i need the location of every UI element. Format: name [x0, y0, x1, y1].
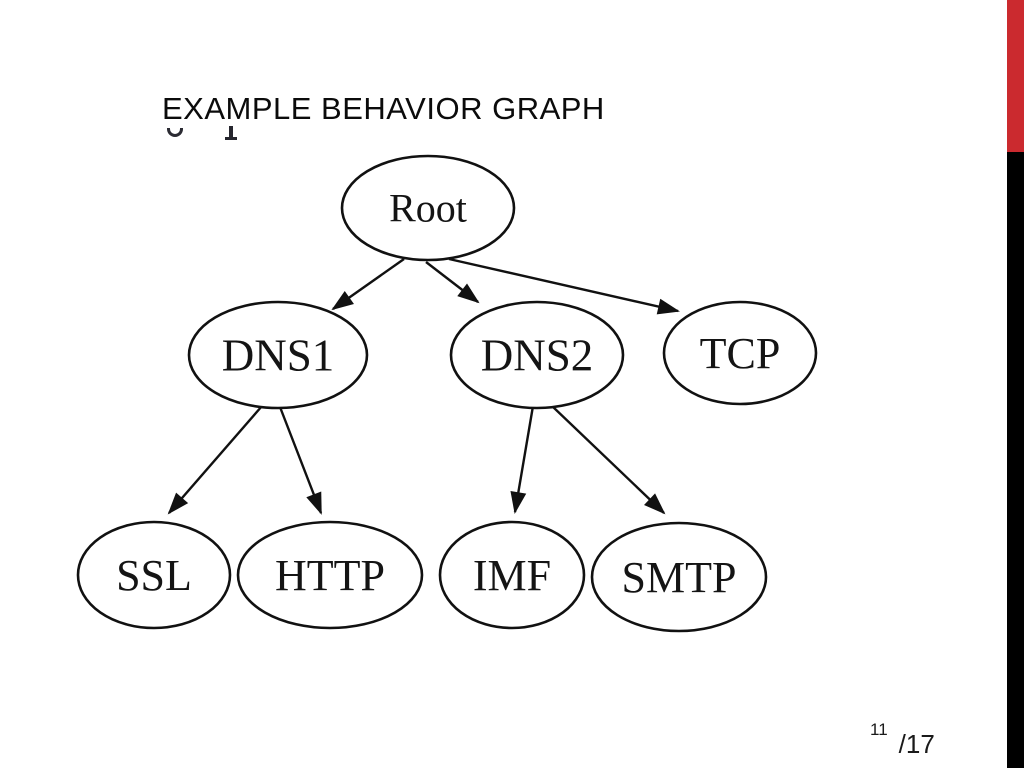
node-label-imf: IMF	[473, 551, 551, 600]
page-number-total: /17	[898, 729, 935, 759]
node-label-ssl: SSL	[116, 551, 192, 600]
edge-dns1-to-ssl	[167, 405, 263, 515]
node-ellipse-smtp	[590, 521, 768, 633]
artifact-stem-base-fragment	[225, 137, 237, 140]
artifact-curve-fragment	[167, 128, 183, 137]
node-smtp: SMTP	[590, 521, 768, 633]
node-ellipse-ssl	[76, 520, 232, 630]
edge-root-to-dns2	[425, 261, 480, 304]
node-label-tcp: TCP	[700, 329, 781, 378]
slide-title: EXAMPLE BEHAVIOR GRAPH	[162, 91, 605, 126]
node-label-dns2: DNS2	[481, 330, 594, 380]
node-dns2: DNS2	[449, 300, 625, 410]
node-http: HTTP	[236, 520, 424, 630]
node-root: Root	[340, 154, 516, 262]
edges-layer	[167, 257, 680, 515]
edge-dns1-to-http	[278, 406, 323, 515]
edge-dns2-to-imf	[510, 405, 535, 514]
node-dns1: DNS1	[187, 300, 369, 410]
node-label-smtp: SMTP	[622, 553, 737, 602]
node-ellipse-tcp	[662, 300, 818, 406]
node-ellipse-imf	[438, 520, 586, 630]
page-number-current: 11	[870, 720, 888, 739]
node-ellipse-root	[340, 154, 516, 262]
page-indicator: 11 /17	[870, 718, 935, 760]
edge-dns2-to-smtp	[551, 405, 666, 515]
artifact-stem-fragment	[229, 126, 233, 139]
node-ssl: SSL	[76, 520, 232, 630]
node-imf: IMF	[438, 520, 586, 630]
node-label-dns1: DNS1	[222, 330, 335, 380]
node-label-root: Root	[389, 186, 467, 231]
accent-bar-black	[1007, 152, 1024, 768]
edge-root-to-dns1	[331, 258, 405, 311]
accent-bar-red	[1007, 0, 1024, 152]
node-ellipse-dns2	[449, 300, 625, 410]
edge-root-to-tcp	[448, 257, 680, 315]
node-ellipse-dns1	[187, 300, 369, 410]
node-ellipse-http	[236, 520, 424, 630]
node-label-http: HTTP	[275, 551, 385, 600]
node-tcp: TCP	[662, 300, 818, 406]
